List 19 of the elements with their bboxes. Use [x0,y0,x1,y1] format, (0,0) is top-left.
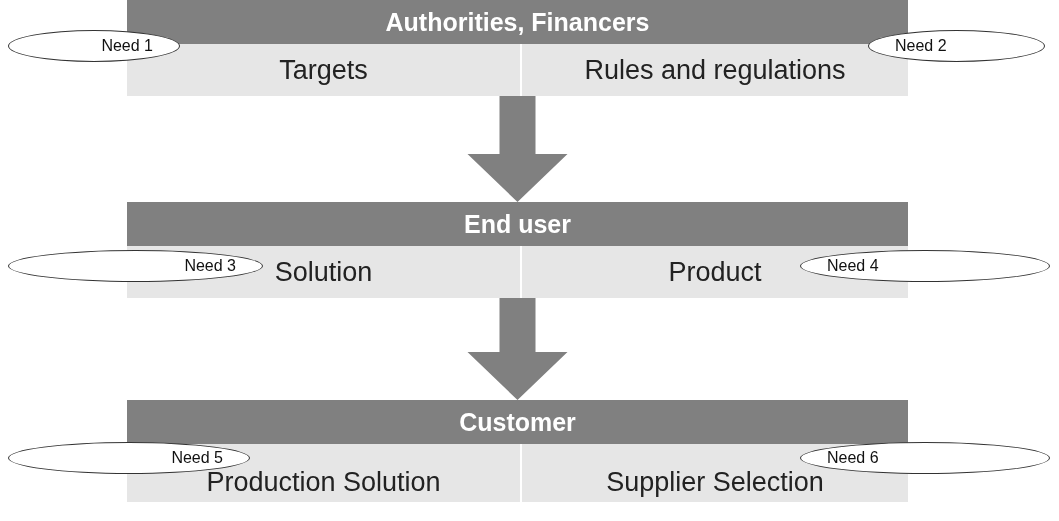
band-heading: Customer [458,407,577,438]
band-panel [127,202,908,298]
need-label: Need 3 [184,257,236,275]
category-label: Production Solution [206,467,441,498]
category-label: Rules and regulations [584,54,846,86]
band-heading: Authorities, Financers [384,7,651,38]
band-panel [127,400,908,502]
band-heading: End user [463,209,572,240]
category-label: Targets [279,54,368,86]
block-arrow [467,298,568,400]
need-label: Need 5 [171,449,223,467]
need-label: Need 2 [895,37,947,55]
category-label: Solution [274,256,373,288]
category-label: Product [668,256,762,288]
need-label: Need 4 [827,257,879,275]
category-label: Supplier Selection [606,467,824,498]
need-label: Need 6 [827,449,879,467]
block-arrow [467,96,568,202]
need-label: Need 1 [101,37,153,55]
